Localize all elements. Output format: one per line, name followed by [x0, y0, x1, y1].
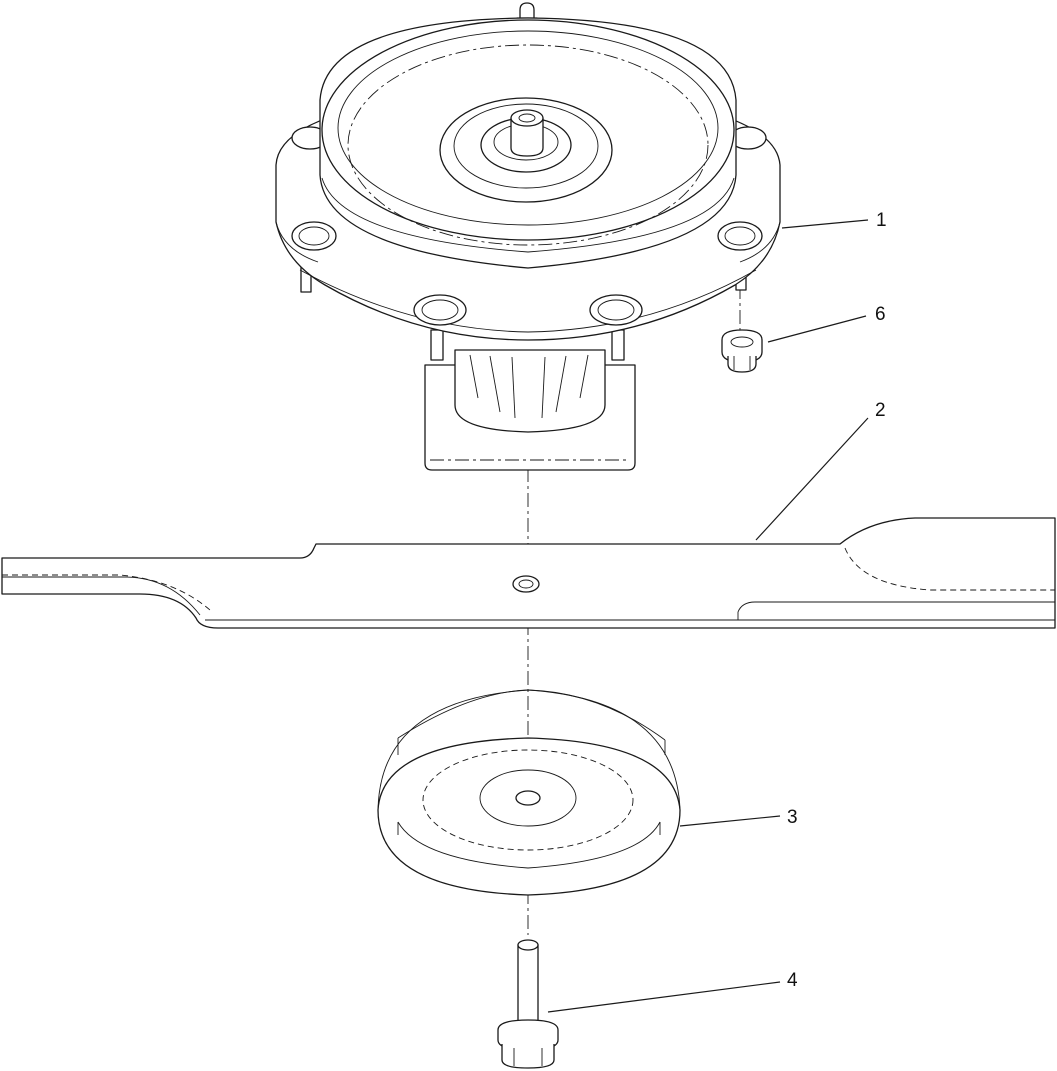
- callout-number-6: 6: [875, 304, 886, 325]
- callout-leaders: [547, 219, 869, 1013]
- callout-number-3: 3: [787, 807, 798, 828]
- blade-bolt: [497, 939, 559, 1069]
- callout-number-1: 1: [876, 210, 887, 231]
- callout-number-4: 4: [787, 970, 798, 991]
- callout-number-2: 2: [875, 400, 886, 421]
- blade-cup: [377, 689, 681, 896]
- flange-nut: [721, 329, 763, 373]
- mower-blade: [1, 517, 1056, 629]
- spindle-assembly: [275, 2, 781, 471]
